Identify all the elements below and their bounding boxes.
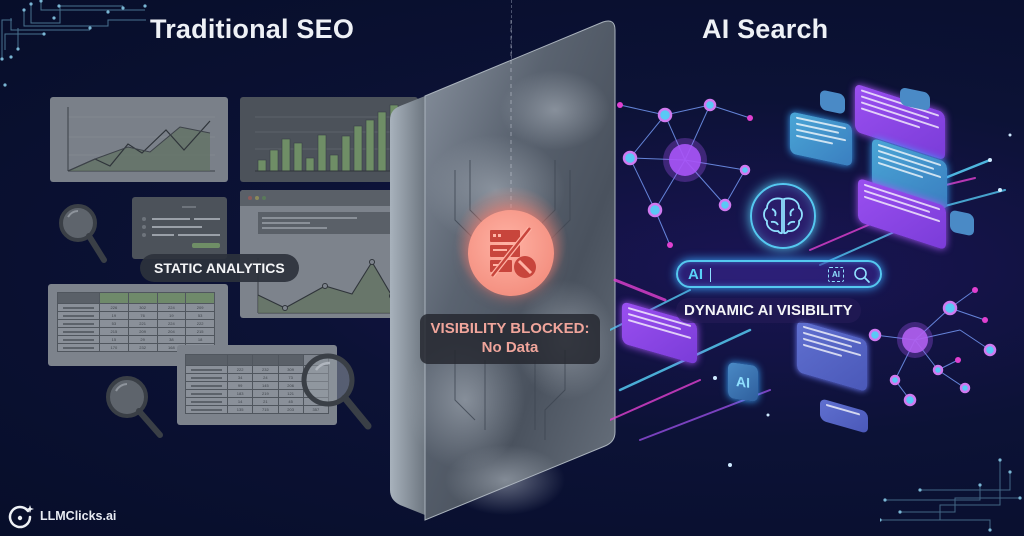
- magnifier-icon: [106, 376, 163, 438]
- window-dot-yellow-icon: [255, 196, 259, 200]
- line-chart-panel: [50, 97, 228, 182]
- window-dot-green-icon: [262, 196, 266, 200]
- text-cursor: [710, 268, 711, 282]
- neural-network-icon: [868, 287, 997, 407]
- static-analytics-label: STATIC ANALYTICS: [140, 254, 299, 282]
- brand-name: LLMClicks.ai: [40, 509, 117, 523]
- search-icon[interactable]: [853, 266, 871, 284]
- ai-badge-label: AI: [736, 373, 750, 391]
- ai-brain-badge: [750, 183, 816, 249]
- magnifier-icon: [59, 204, 107, 263]
- heading-traditional-seo: Traditional SEO: [150, 14, 355, 44]
- search-prefix-label: AI: [688, 266, 703, 283]
- window-dot-red-icon: [248, 196, 252, 200]
- llmclicks-logo-icon: [8, 505, 34, 529]
- visibility-blocked-message: VISIBILITY BLOCKED: No Data: [420, 314, 600, 364]
- magnifier-icon: [301, 353, 372, 430]
- ai-badge: AI: [728, 361, 758, 403]
- blocked-status-title: VISIBILITY BLOCKED:: [430, 320, 590, 337]
- line-chart: [67, 107, 215, 172]
- ai-scan-icon[interactable]: AI: [828, 267, 844, 282]
- brain-icon: [763, 197, 803, 235]
- blocked-server-icon: [490, 226, 536, 278]
- dynamic-ai-visibility-label: DYNAMIC AI VISIBILITY: [676, 298, 861, 323]
- form-panel: [132, 197, 227, 259]
- visibility-blocked-badge: [468, 210, 554, 296]
- circuit-decoration-bottom-right: [880, 458, 1022, 532]
- circuit-decoration-top-left: [0, 0, 147, 87]
- brand-logo[interactable]: LLMClicks.ai: [8, 503, 116, 529]
- heading-ai-search: AI Search: [702, 14, 829, 44]
- neural-network-icon: [617, 98, 753, 248]
- ai-search-input[interactable]: AI AI: [676, 260, 882, 288]
- blocked-status-detail: No Data: [481, 339, 539, 356]
- ai-search-section: AI: [610, 0, 1024, 536]
